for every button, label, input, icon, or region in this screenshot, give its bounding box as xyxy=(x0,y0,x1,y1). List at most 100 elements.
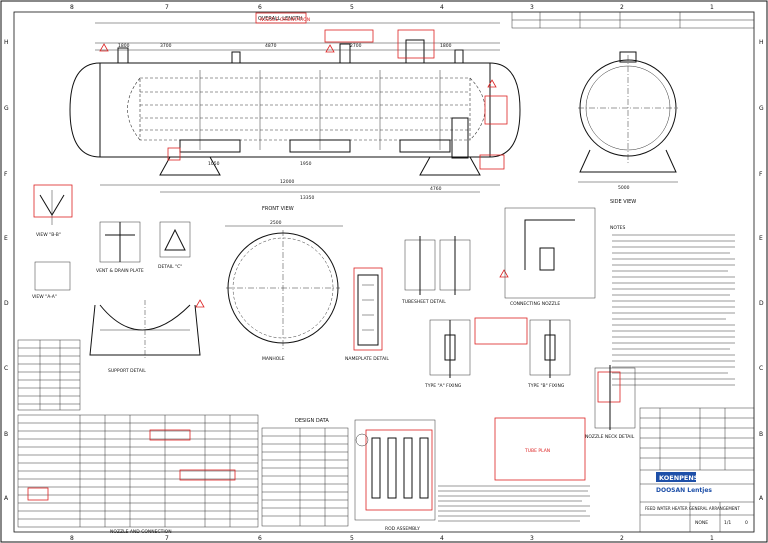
row-label: F xyxy=(4,171,8,178)
row-label: F xyxy=(759,171,763,178)
view-title: VIEW "A-A" xyxy=(32,294,57,300)
dim-text: 4870 xyxy=(265,43,277,49)
support-detail: SUPPORT DETAIL xyxy=(89,300,201,374)
view-title: TYPE "B" FIXING xyxy=(527,383,565,389)
view-title: DETAIL "C" xyxy=(158,264,182,270)
col-label: 5 xyxy=(350,4,354,11)
saddle-right xyxy=(419,156,481,176)
view-title: SIDE VIEW xyxy=(610,199,636,205)
row-label: B xyxy=(4,431,8,438)
nozzle-connection-table: NOZZLE AND CONNECTION xyxy=(17,414,259,535)
view-title: TYPE "A" FIXING xyxy=(424,383,462,389)
connecting-nozzle: CONNECTING NOZZLE xyxy=(504,207,596,307)
view-title: FRONT VIEW xyxy=(262,206,294,212)
view-bb: VIEW "B-B" xyxy=(33,184,73,238)
row-label: D xyxy=(4,300,9,307)
section-title: NOZZLE AND CONNECTION xyxy=(110,529,172,535)
col-label: 6 xyxy=(258,535,262,542)
manhole-view: 2500 MANHOLE xyxy=(225,220,343,362)
saddle-left xyxy=(159,156,221,176)
col-label: 3 xyxy=(530,535,534,542)
border-col-labels: 8 7 6 5 4 3 2 1 8 7 6 5 4 3 2 1 xyxy=(70,4,714,542)
col-label: 2 xyxy=(620,4,624,11)
row-label: A xyxy=(4,495,9,502)
col-label: 6 xyxy=(258,4,262,11)
dim-text: 1050 xyxy=(208,161,220,167)
dim-text: 1800 xyxy=(440,43,452,49)
col-label: 8 xyxy=(70,4,74,11)
dim-text: 3700 xyxy=(160,43,172,49)
view-title: NOZZLE NECK DETAIL xyxy=(585,434,635,440)
rod-assembly: ROD ASSEMBLY xyxy=(354,419,436,532)
notes-block: NOTES xyxy=(610,225,735,386)
tube-bundle xyxy=(139,77,471,141)
row-label: E xyxy=(759,235,763,242)
tubesheet-detail: TUBESHEET DETAIL xyxy=(401,236,471,305)
border-row-labels: H G F E D C B A H G F E D C B A xyxy=(4,39,764,502)
view-title: MANHOLE xyxy=(262,356,285,362)
row-label: D xyxy=(759,300,764,307)
row-label: G xyxy=(4,105,9,112)
nameplate-detail: NAMEPLATE DETAIL xyxy=(345,267,389,362)
view-title: TUBE PLAN xyxy=(524,448,550,454)
col-label: 1 xyxy=(710,535,714,542)
markup-note: NOZZLE ORIENTATION xyxy=(260,17,310,23)
revision-number: 0 xyxy=(745,520,748,526)
col-label: 5 xyxy=(350,535,354,542)
detail-group-left: VENT & DRAIN PLATE DETAIL "C" VIEW "A-A" xyxy=(32,221,191,300)
row-label: B xyxy=(759,431,763,438)
row-label: E xyxy=(4,235,8,242)
drawing-title: FEED WATER HEATER GENERAL ARRANGEMENT xyxy=(645,506,740,511)
inner-border xyxy=(13,11,755,533)
partner-logo: DOOSAN Lentjes xyxy=(656,487,712,494)
col-label: 2 xyxy=(620,535,624,542)
overall-length-label: OVERALL LENGTH xyxy=(258,16,303,22)
view-title: TUBESHEET DETAIL xyxy=(401,299,446,305)
row-label: C xyxy=(759,365,763,372)
row-label: G xyxy=(759,105,764,112)
nozzle-neck-detail: NOZZLE NECK DETAIL xyxy=(585,365,636,440)
row-label: C xyxy=(4,365,8,372)
col-label: 1 xyxy=(710,4,714,11)
tube-plan: TUBE PLAN xyxy=(494,417,586,481)
col-label: 7 xyxy=(165,4,169,11)
view-title: ROD ASSEMBLY xyxy=(385,526,420,532)
view-title: SUPPORT DETAIL xyxy=(108,368,146,374)
dim-text: 13350 xyxy=(300,195,314,201)
dim-text: 5000 xyxy=(618,185,630,191)
sheet-number: 1/1 xyxy=(724,520,731,526)
fixing-types: TYPE "A" FIXING TYPE "B" FIXING xyxy=(424,317,571,389)
row-label: H xyxy=(4,39,9,46)
dim-text: 1950 xyxy=(300,161,312,167)
general-notes xyxy=(438,485,590,522)
col-label: 3 xyxy=(530,4,534,11)
title-block: KOENPENS DOOSAN Lentjes FEED WATER HEATE… xyxy=(639,407,755,533)
col-label: 7 xyxy=(165,535,169,542)
front-view: OVERALL LENGTH xyxy=(69,16,521,212)
revision-table xyxy=(511,11,755,29)
dim-text: 1800 xyxy=(118,43,130,49)
notes-title: NOTES xyxy=(610,225,626,231)
col-label: 4 xyxy=(440,4,444,11)
company-logo xyxy=(656,472,696,482)
col-label: 8 xyxy=(70,535,74,542)
view-title: NAMEPLATE DETAIL xyxy=(345,356,389,362)
company-name: KOENPENS xyxy=(659,474,699,482)
section-title: DESIGN DATA xyxy=(295,418,329,424)
dim-text: 2500 xyxy=(270,220,282,226)
row-label: A xyxy=(759,495,764,502)
dim-text: 2700 xyxy=(350,43,362,49)
dim-text: 12000 xyxy=(280,179,294,185)
scale-value: NONE xyxy=(695,520,708,526)
dim-text: 4760 xyxy=(430,186,442,192)
row-label: H xyxy=(759,39,764,46)
view-title: CONNECTING NOZZLE xyxy=(510,301,560,307)
view-title: VIEW "B-B" xyxy=(36,232,61,238)
col-label: 4 xyxy=(440,535,444,542)
side-view: 5000 SIDE VIEW xyxy=(578,51,678,205)
design-data-table: DESIGN DATA xyxy=(261,418,349,527)
view-title: VENT & DRAIN PLATE xyxy=(96,268,144,274)
